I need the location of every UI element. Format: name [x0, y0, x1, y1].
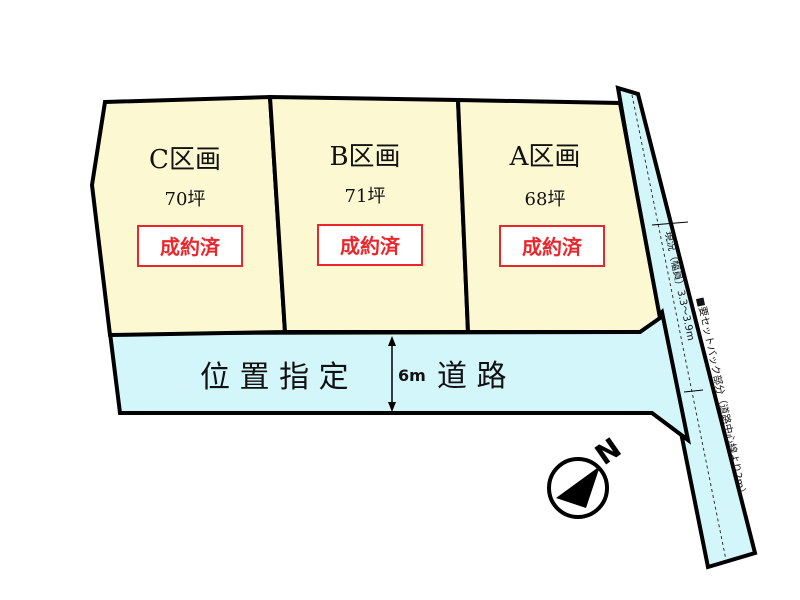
north-arrow-icon	[556, 466, 600, 508]
strip-dashed-line	[631, 94, 727, 561]
lot-c-name: C区画	[149, 145, 221, 175]
current-width-arrow	[651, 221, 689, 226]
road-label: 位 置 指 定	[200, 360, 349, 395]
road-width: 6m	[398, 366, 426, 385]
setback-arrow	[683, 389, 704, 393]
lot-a-status: 成約済	[522, 235, 583, 259]
lot-c[interactable]	[89, 94, 288, 338]
lot-a[interactable]	[455, 97, 663, 334]
lot-b-status: 成約済	[340, 234, 401, 258]
lot-b-stamp	[317, 224, 423, 266]
lot-a-stamp	[499, 225, 605, 267]
lot-b[interactable]	[267, 94, 471, 334]
road-suffix: 道 路	[437, 359, 507, 394]
lot-c-status: 成約済	[160, 235, 221, 259]
lot-a-name: A区画	[509, 142, 581, 172]
lot-a-area: 68坪	[525, 189, 566, 210]
north-compass: N	[547, 431, 627, 519]
lot-c-stamp	[137, 225, 243, 267]
arrow-head-bottom	[388, 402, 396, 412]
arrow-head-top	[388, 336, 396, 346]
lot-c-area: 70坪	[165, 189, 206, 210]
lot-b-name: B区画	[329, 142, 400, 172]
lot-b-area: 71坪	[345, 186, 386, 207]
